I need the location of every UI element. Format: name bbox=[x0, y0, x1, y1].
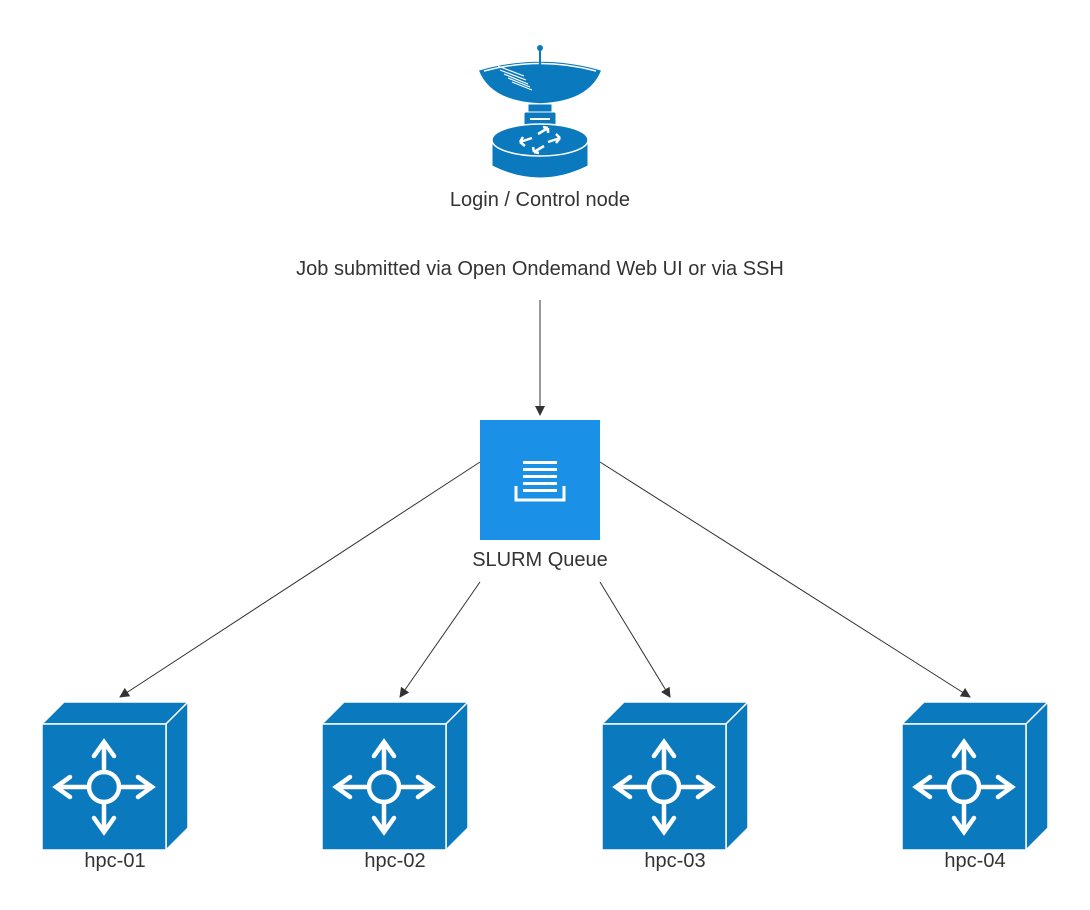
hpc-02-label: hpc-02 bbox=[364, 850, 426, 872]
satellite-router-icon bbox=[477, 45, 603, 179]
hpc-03-switch-icon bbox=[600, 700, 750, 852]
edge-label-job-submission: Job submitted via Open Ondemand Web UI o… bbox=[296, 258, 784, 280]
hpc-03-label: hpc-03 bbox=[644, 850, 706, 872]
hpc-01-switch-icon bbox=[40, 700, 190, 852]
hpc-02-switch-icon bbox=[320, 700, 470, 852]
hpc-01-label: hpc-01 bbox=[84, 850, 146, 872]
hpc-04-label: hpc-04 bbox=[944, 850, 1006, 872]
login-node-label: Login / Control node bbox=[449, 189, 631, 211]
hpc-04-switch-icon bbox=[900, 700, 1050, 852]
edge-queue-to-hpc-02 bbox=[399, 581, 481, 698]
queue-icon bbox=[480, 420, 600, 540]
edge-queue-to-hpc-03 bbox=[599, 581, 671, 698]
queue-label: SLURM Queue bbox=[472, 549, 608, 571]
edge-queue-to-hpc-01 bbox=[119, 461, 481, 698]
edge-queue-to-hpc-04 bbox=[599, 461, 971, 698]
